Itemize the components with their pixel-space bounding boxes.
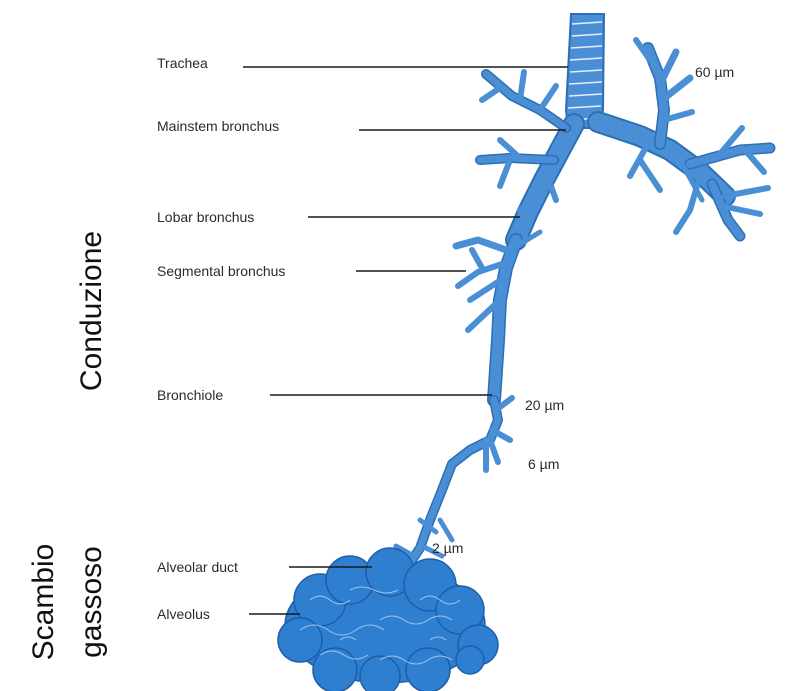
zone-labels: Conduzione Scambio gassoso [27, 231, 108, 660]
descending-branch [456, 210, 540, 400]
label-mainstem-bronchus: Mainstem bronchus [157, 118, 279, 134]
label-bronchiole: Bronchiole [157, 387, 223, 403]
measurement-60um: 60 µm [695, 64, 734, 80]
measurement-2um: 2 µm [432, 540, 463, 556]
zone-gas-exchange-line1: Scambio [27, 544, 60, 661]
leader-lines [243, 67, 568, 614]
right-bronchial-tree [598, 40, 770, 236]
label-trachea: Trachea [157, 55, 208, 71]
airway-tree-illustration [278, 14, 770, 691]
label-alveolus: Alveolus [157, 606, 210, 622]
measurement-20um: 20 µm [525, 397, 564, 413]
zone-conduction-label: Conduzione [75, 231, 108, 391]
label-lobar-bronchus: Lobar bronchus [157, 209, 254, 225]
structure-labels: Trachea Mainstem bronchus Lobar bronchus… [157, 55, 285, 622]
measurement-6um: 6 µm [528, 456, 559, 472]
diameter-measurements: 60 µm 20 µm 6 µm 2 µm [432, 64, 734, 556]
trachea-shape [566, 14, 604, 128]
alveolus-cluster [278, 548, 498, 691]
zone-gas-exchange-line2: gassoso [75, 546, 108, 658]
left-bronchial-tree [480, 72, 574, 240]
label-segmental-bronchus: Segmental bronchus [157, 263, 285, 279]
label-alveolar-duct: Alveolar duct [157, 559, 238, 575]
